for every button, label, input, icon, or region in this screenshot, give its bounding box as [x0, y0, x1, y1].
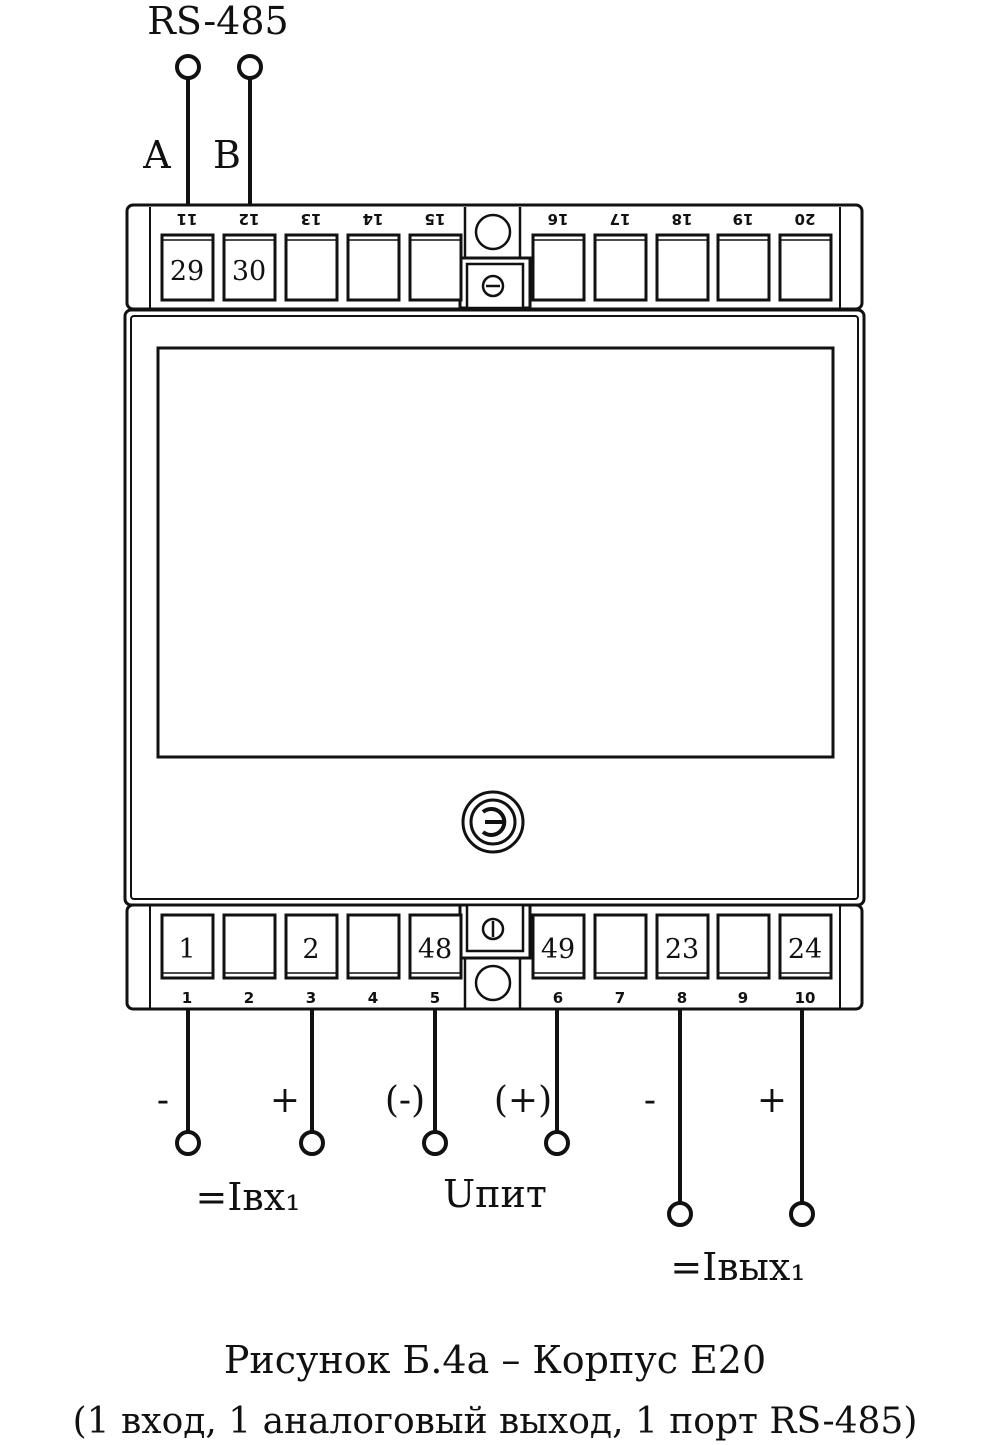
polarity-sign: + — [270, 1080, 300, 1121]
terminal-number: 6 — [553, 989, 563, 1007]
bottom-terminal: 5 48 — [408, 913, 463, 1007]
terminal-label: 24 — [788, 934, 822, 965]
terminal-number: 2 — [244, 989, 254, 1007]
terminal-label: 23 — [665, 934, 699, 965]
bottom-terminal: 7 — [593, 913, 648, 1007]
terminal-number: 12 — [239, 210, 260, 228]
terminal-label: 30 — [232, 256, 266, 287]
terminal-number: 9 — [738, 989, 748, 1007]
terminal-number: 17 — [610, 210, 631, 228]
bottom-terminal: 2 — [222, 913, 277, 1007]
top-terminal: 14 — [346, 210, 401, 302]
bottom-terminal: 32 — [284, 913, 339, 1007]
caption-line-1: Рисунок Б.4а – Корпус Е20 — [224, 1338, 766, 1382]
top-terminal: 18 — [655, 210, 710, 302]
top-terminal: 16 — [531, 210, 586, 302]
terminal-number: 7 — [615, 989, 625, 1007]
manufacturer-logo — [461, 790, 525, 854]
terminal-number: 1 — [182, 989, 192, 1007]
top-center-mount — [458, 207, 532, 310]
device-housing — [123, 203, 866, 1011]
terminal-label: 49 — [541, 934, 575, 965]
top-terminal: 20 — [778, 210, 833, 302]
bottom-terminal: 4 — [346, 913, 401, 1007]
top-terminal: 17 — [593, 210, 648, 302]
top-terminal: 15 — [408, 210, 463, 302]
terminal-number: 5 — [430, 989, 440, 1007]
top-terminal-block: 11 29 12 30 13 14 15 16 17 18 19 20 — [160, 210, 833, 302]
bottom-wires: - + (-) (+) - + — [157, 1010, 815, 1227]
rs485-title: RS-485 — [147, 0, 288, 43]
polarity-sign: (+) — [494, 1080, 552, 1121]
terminal-number: 8 — [677, 989, 687, 1007]
terminal-label: 48 — [418, 934, 452, 965]
wire: + — [757, 1010, 815, 1227]
bottom-terminal: 11 — [160, 913, 215, 1007]
wire: (+) — [494, 1010, 570, 1156]
wire: (-) — [385, 1010, 448, 1156]
terminal-number: 3 — [306, 989, 316, 1007]
top-terminal: 13 — [284, 210, 339, 302]
terminal-number: 16 — [548, 210, 569, 228]
terminal-number: 19 — [733, 210, 754, 228]
power-group-label: Uпит — [443, 1172, 547, 1216]
input-group-label: =Iвх₁ — [196, 1175, 301, 1219]
terminal-label: 29 — [170, 256, 204, 287]
bottom-terminal: 9 — [716, 913, 771, 1007]
bottom-terminal: 8 23 — [655, 913, 710, 1007]
terminal-number: 13 — [301, 210, 322, 228]
top-terminal: 12 30 — [222, 210, 277, 302]
bottom-terminal: 6 49 — [531, 913, 586, 1007]
terminal-number: 18 — [672, 210, 693, 228]
top-terminal: 19 — [716, 210, 771, 302]
polarity-sign: - — [157, 1080, 169, 1121]
bottom-terminal: 10 24 — [778, 913, 833, 1007]
terminal-label: 1 — [178, 934, 195, 965]
polarity-sign: - — [644, 1080, 656, 1121]
terminal-number: 10 — [795, 989, 816, 1007]
terminal-number: 4 — [368, 989, 378, 1007]
polarity-sign: (-) — [385, 1080, 425, 1121]
wire: + — [270, 1010, 325, 1156]
terminal-label: 2 — [302, 934, 319, 965]
terminal-number: 11 — [177, 210, 198, 228]
output-group-label: =Iвых₁ — [670, 1245, 805, 1289]
top-terminal: 11 29 — [160, 210, 215, 302]
display-window — [156, 346, 835, 759]
polarity-sign: + — [757, 1080, 787, 1121]
rs485-wires — [175, 54, 263, 207]
terminal-number: 15 — [425, 210, 446, 228]
terminal-number: 14 — [363, 210, 384, 228]
rs485-line-a: A — [142, 133, 171, 177]
wire: - — [157, 1010, 201, 1156]
wire: - — [644, 1010, 693, 1227]
rs485-line-b: B — [213, 133, 241, 177]
caption-line-2: (1 вход, 1 аналоговый выход, 1 порт RS-4… — [73, 1401, 918, 1442]
terminal-number: 20 — [795, 210, 816, 228]
